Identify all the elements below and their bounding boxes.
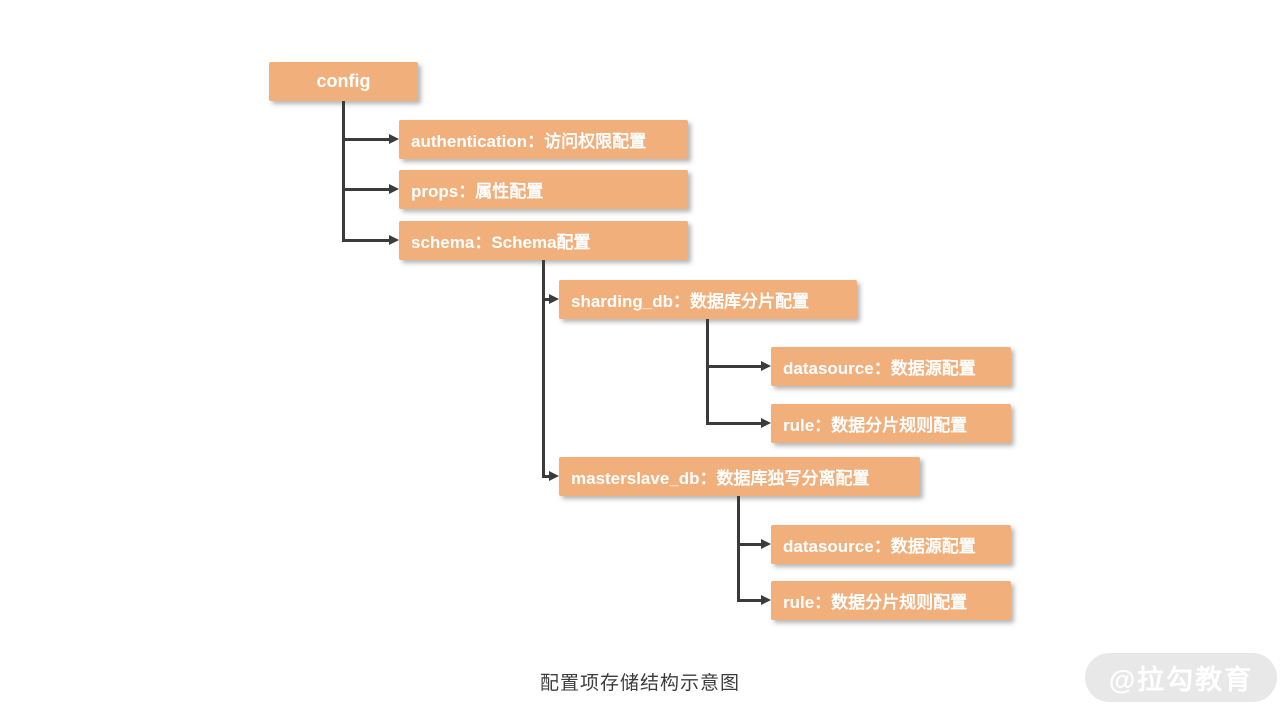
arrow-icon <box>549 471 559 481</box>
arrow-icon <box>761 418 771 428</box>
connector-sharding-rule-line <box>706 422 761 425</box>
node-props: props：属性配置 <box>399 170 688 209</box>
node-masterslave-rule: rule：数据分片规则配置 <box>771 581 1011 620</box>
connector-schema-sharding-line <box>542 298 549 301</box>
arrow-icon <box>389 184 399 194</box>
watermark-badge: @拉勾教育 <box>1085 653 1277 702</box>
connector-sharding-datasource-line <box>706 365 761 368</box>
node-masterslave-db: masterslave_db：数据库独写分离配置 <box>559 457 920 496</box>
node-schema: schema：Schema配置 <box>399 221 688 260</box>
node-masterslave-datasource: datasource：数据源配置 <box>771 525 1011 564</box>
connector-masterslave-datasource-line <box>737 543 761 546</box>
arrow-icon <box>549 294 559 304</box>
arrow-icon <box>389 134 399 144</box>
connector-schema-trunk-line <box>542 260 545 478</box>
arrow-icon <box>389 235 399 245</box>
connector-config-schema-line <box>342 239 389 242</box>
arrow-icon <box>761 595 771 605</box>
node-sharding-db: sharding_db：数据库分片配置 <box>559 280 857 319</box>
connector-schema-masterslave-line <box>542 475 549 478</box>
connector-config-trunk-line <box>342 101 345 242</box>
node-sharding-datasource: datasource：数据源配置 <box>771 347 1011 386</box>
connector-masterslave-trunk-line <box>737 496 740 602</box>
connector-config-props-line <box>342 188 389 191</box>
node-authentication: authentication：访问权限配置 <box>399 120 688 159</box>
arrow-icon <box>761 539 771 549</box>
diagram-caption: 配置项存储结构示意图 <box>539 673 740 694</box>
arrow-icon <box>761 361 771 371</box>
connector-sharding-trunk-line <box>706 319 709 425</box>
connector-config-authentication-line <box>342 138 389 141</box>
node-config: config <box>269 62 418 101</box>
connector-masterslave-rule-line <box>737 599 761 602</box>
node-sharding-rule: rule：数据分片规则配置 <box>771 404 1011 443</box>
